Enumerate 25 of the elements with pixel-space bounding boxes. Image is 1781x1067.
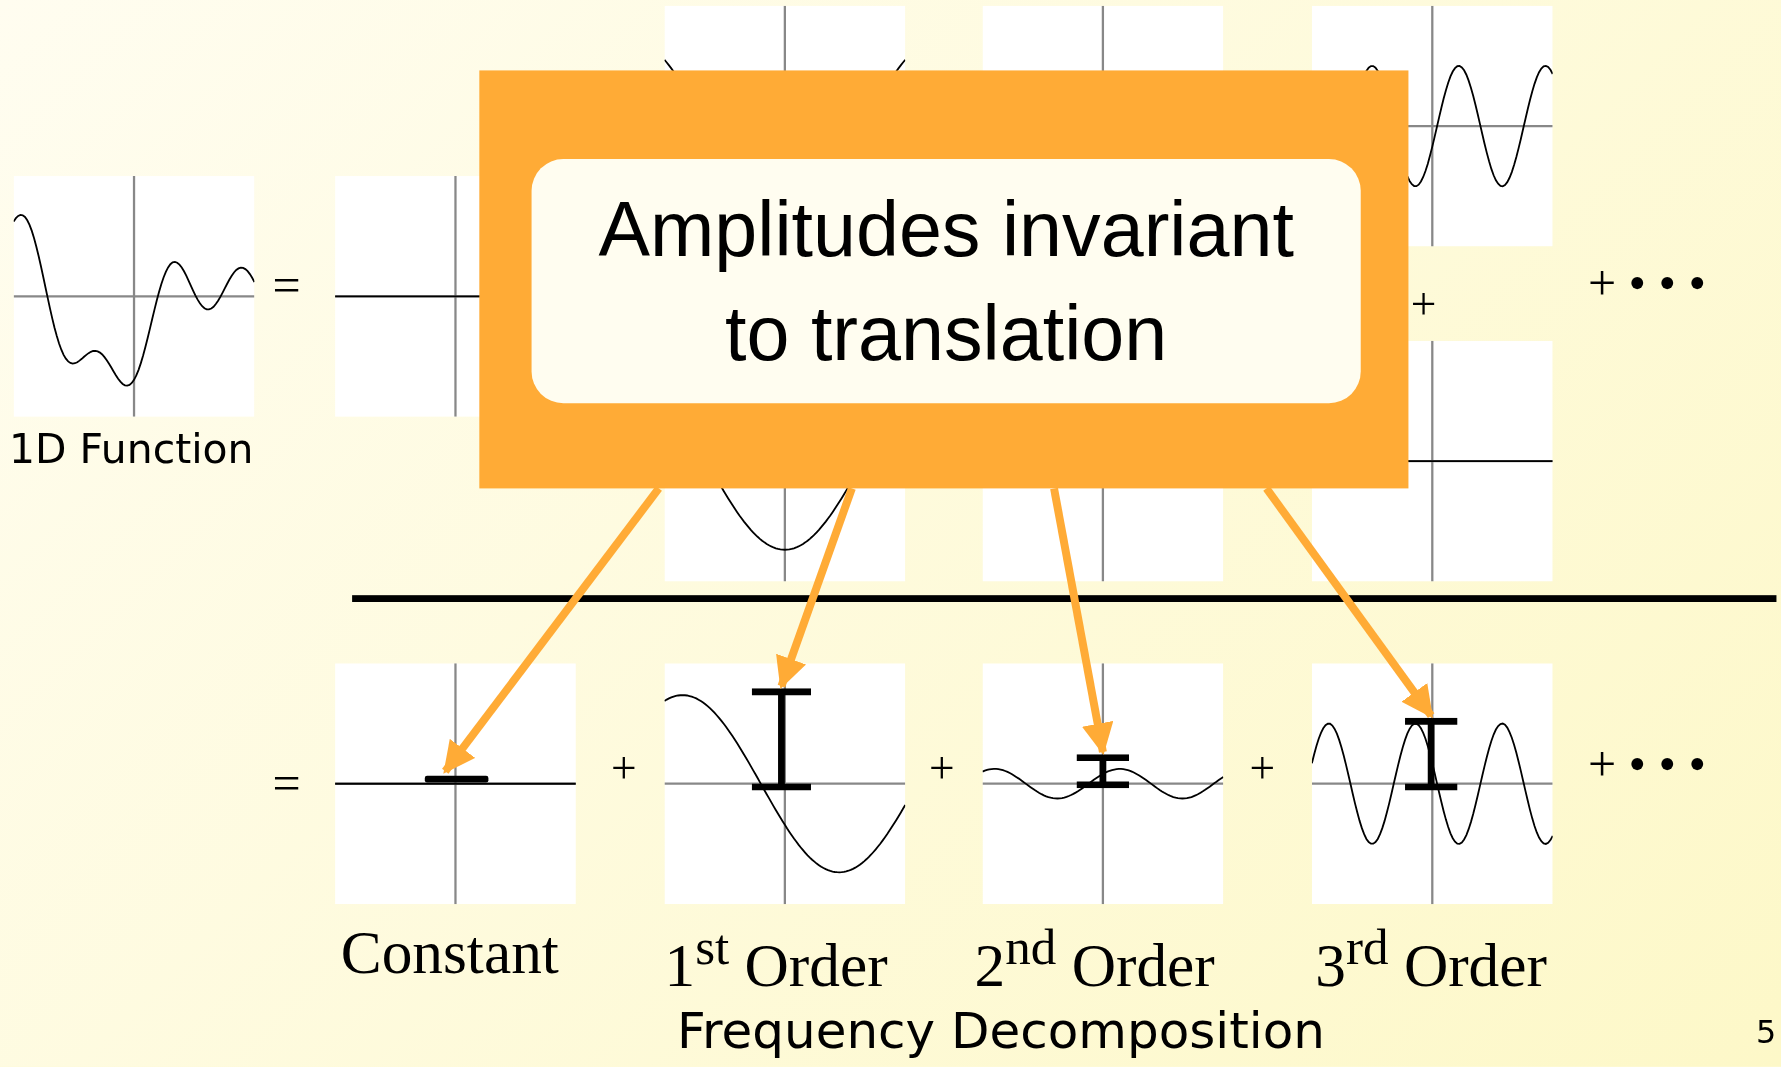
ellipsis-sign: + • • • <box>1587 258 1707 309</box>
plot-caption: Constant <box>340 922 559 984</box>
plus-sign: + <box>1249 745 1276 791</box>
plot-caption: 2$^{nd}$ Order <box>974 922 1215 997</box>
callout-text: Amplitudes invariant to translation <box>531 159 1361 404</box>
amplitude-bar <box>1402 717 1460 791</box>
ellipsis-sign: + • • • <box>1587 740 1707 791</box>
plot-caption: 1$^{st}$ Order <box>664 922 888 997</box>
arrow <box>776 487 856 690</box>
arrow <box>1050 487 1114 756</box>
amplitude-bar <box>749 688 814 791</box>
plot-caption: 3$^{rd}$ Order <box>1315 922 1547 997</box>
arrow <box>442 486 662 774</box>
equals-sign: = <box>272 758 301 809</box>
callout-box <box>479 70 1409 489</box>
arrow <box>1263 486 1435 719</box>
page-number: 5 <box>1756 1016 1777 1049</box>
equals-sign: = <box>272 261 301 312</box>
plot-caption: 1D Function <box>9 429 254 471</box>
plus-sign: + <box>611 745 637 791</box>
plus-sign: + <box>929 745 955 791</box>
amplitude-bar <box>422 773 491 785</box>
amplitude-bar <box>1074 754 1132 789</box>
plus-sign: + <box>1410 281 1437 328</box>
figure-caption: Frequency Decomposition <box>676 1006 1325 1057</box>
